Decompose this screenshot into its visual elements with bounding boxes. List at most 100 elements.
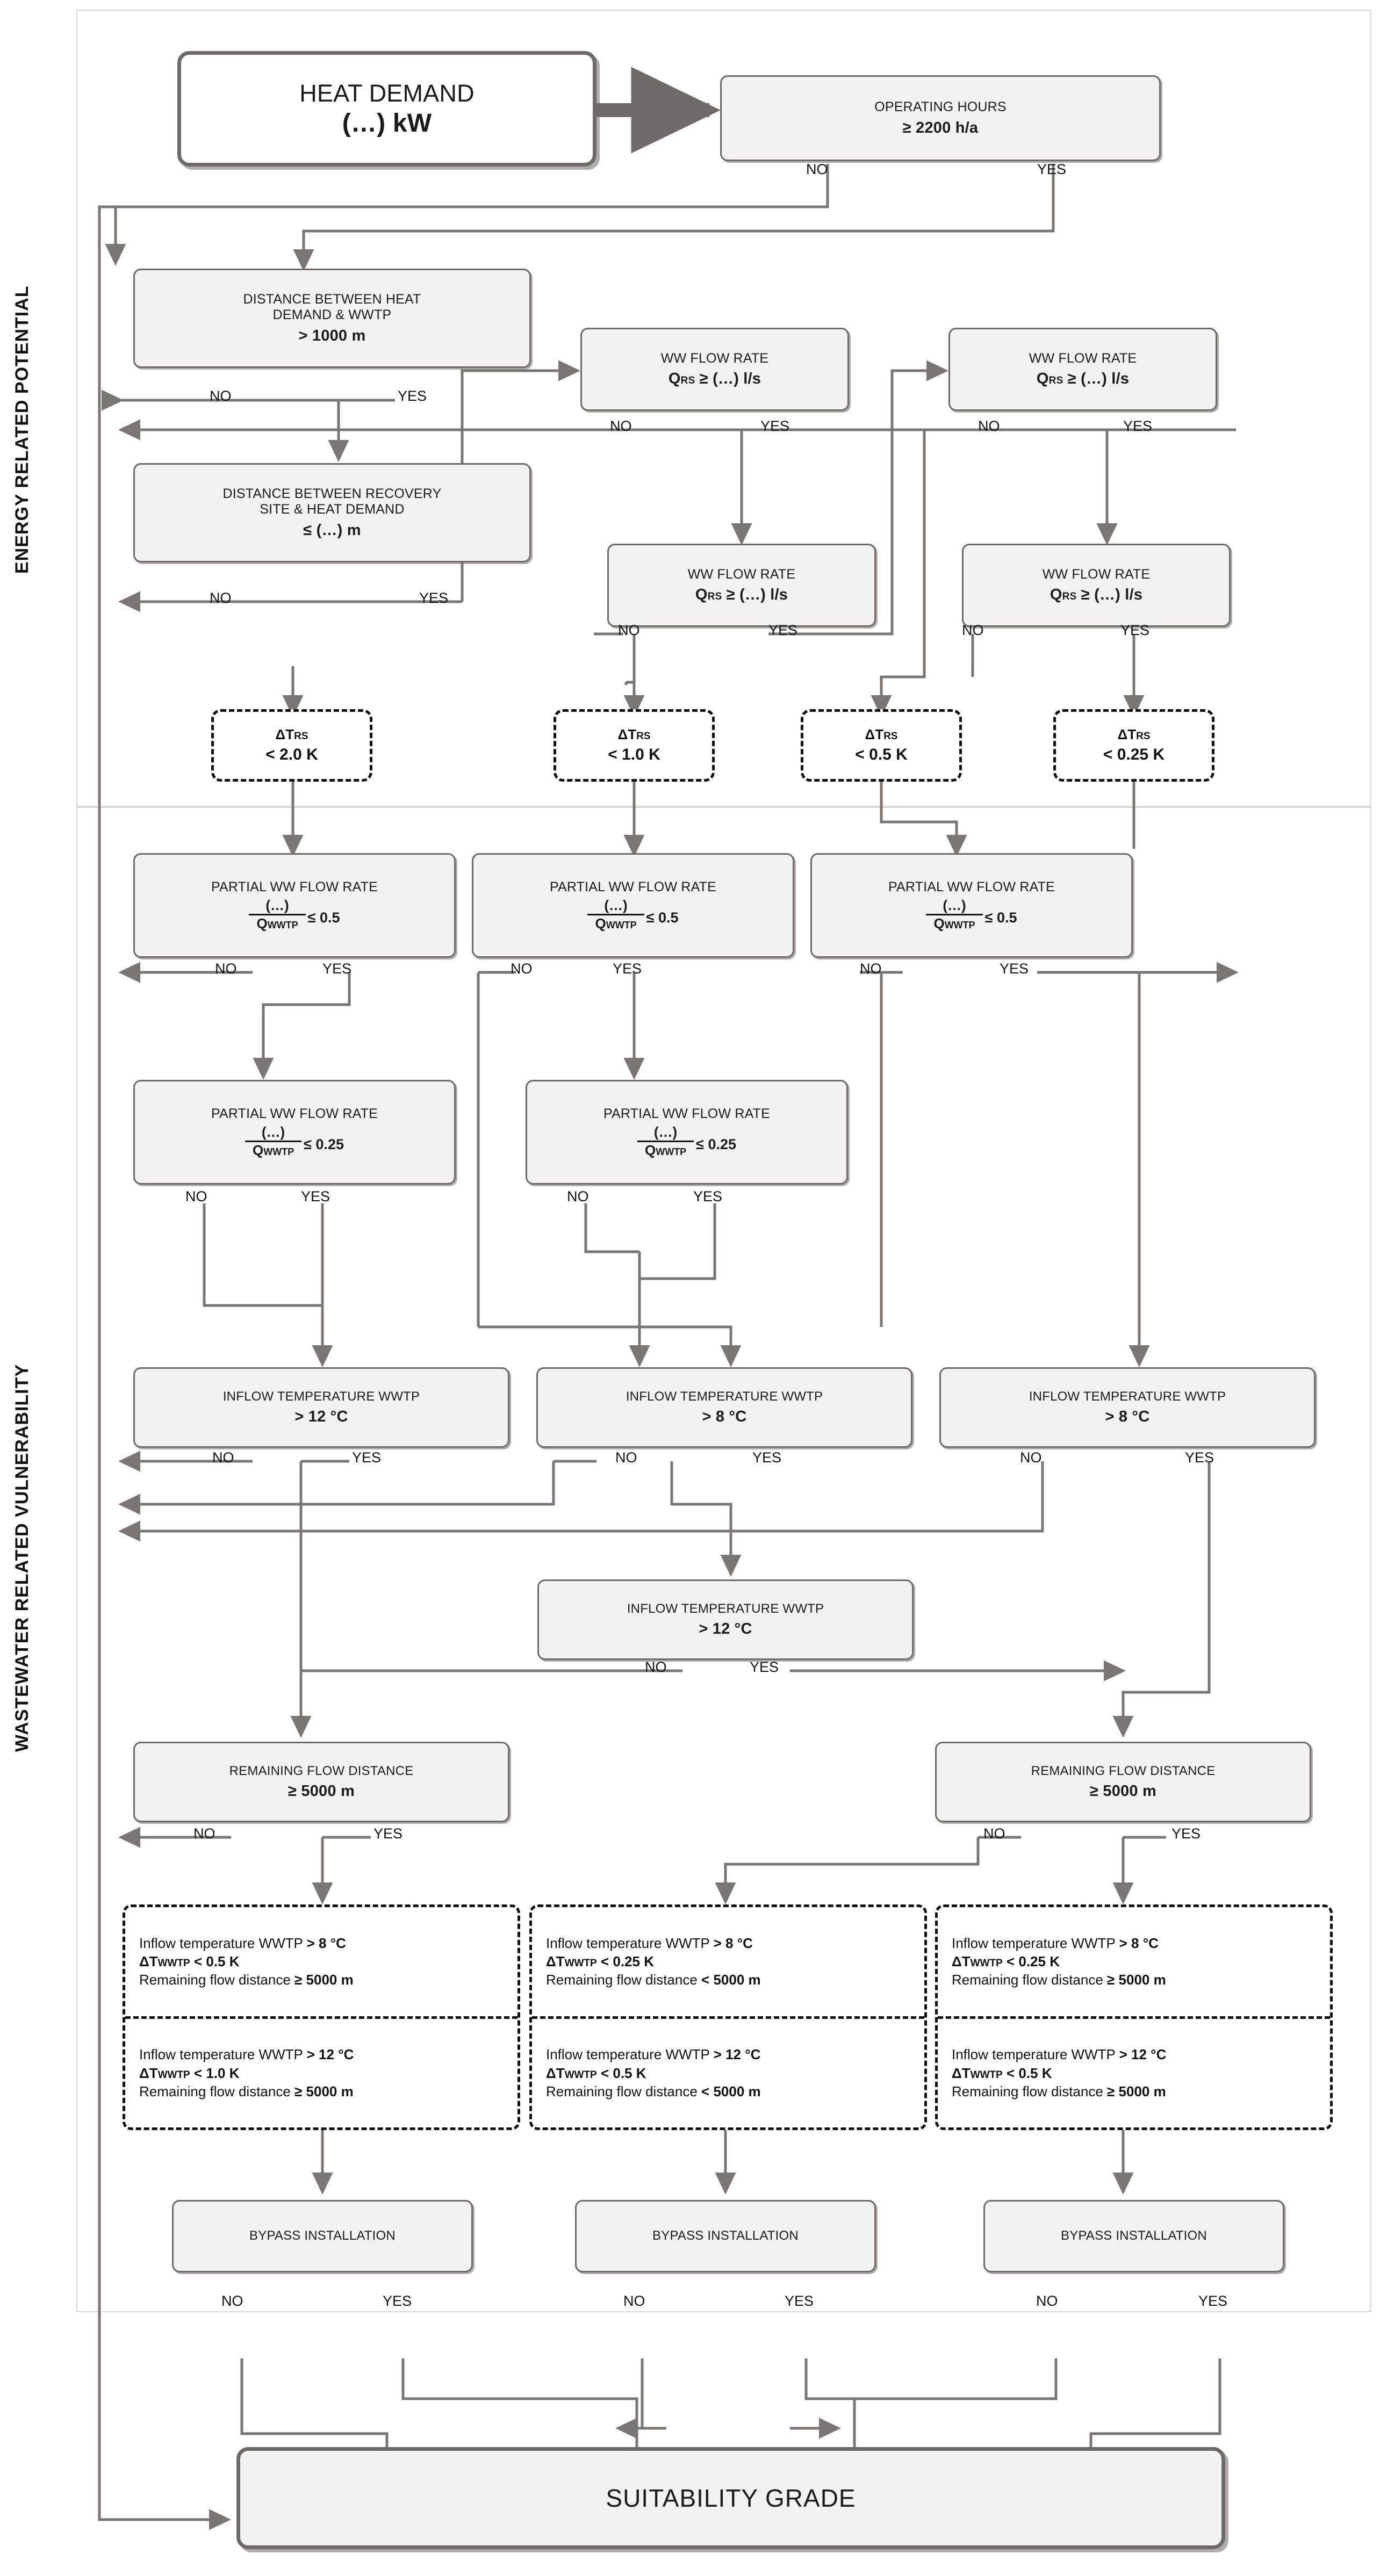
- edge-label-dist-recovery-no: NO: [210, 590, 232, 606]
- outcome-right-bottom: Inflow temperature WWTP > 12 °C ΔTWWTP <…: [938, 2019, 1330, 2128]
- node-operating-hours[interactable]: OPERATING HOURS ≥ 2200 h/a: [720, 75, 1161, 161]
- section-frame-energy: [76, 10, 1371, 808]
- dt-rs-1-0-value: < 1.0 K: [608, 746, 660, 764]
- distance-recovery-title-2: SITE & HEAT DEMAND: [260, 502, 405, 517]
- node-bypass-a[interactable]: BYPASS INSTALLATION: [172, 2200, 473, 2272]
- inflow-12-a-title: INFLOW TEMPERATURE WWTP: [222, 1389, 420, 1404]
- node-inflow-temp-12-a[interactable]: INFLOW TEMPERATURE WWTP > 12 °C: [133, 1367, 509, 1448]
- section-label-wastewater: WASTEWATER RELATED VULNERABILITY: [12, 1363, 32, 1752]
- edge-label-remaining-left-no: NO: [193, 1825, 215, 1842]
- ww-flow-b-title: WW FLOW RATE: [687, 566, 796, 582]
- partial-05-b-fraction: (…) QWWTP ≤ 0.5: [587, 897, 679, 932]
- distance-demand-wwtp-title-1: DISTANCE BETWEEN HEAT: [243, 291, 421, 307]
- partial-05-c-denominator: QWWTP: [926, 913, 983, 932]
- edge-label-partial-05-c-no: NO: [860, 961, 882, 977]
- node-distance-demand-wwtp[interactable]: DISTANCE BETWEEN HEAT DEMAND & WWTP > 10…: [133, 269, 531, 368]
- partial-025-b-operator: ≤ 0.25: [696, 1136, 737, 1152]
- node-partial-flow-025-a[interactable]: PARTIAL WW FLOW RATE (…) QWWTP ≤ 0.25: [133, 1080, 456, 1185]
- node-partial-flow-025-b[interactable]: PARTIAL WW FLOW RATE (…) QWWTP ≤ 0.25: [526, 1080, 848, 1185]
- suitability-grade-title: SUITABILITY GRADE: [606, 2484, 856, 2512]
- edge-label-bypass-a-no: NO: [221, 2293, 243, 2309]
- node-partial-flow-05-c[interactable]: PARTIAL WW FLOW RATE (…) QWWTP ≤ 0.5: [810, 853, 1133, 958]
- ww-flow-b-value: QRS ≥ (…) l/s: [695, 586, 788, 604]
- edge-label-ww-c-yes: YES: [1123, 418, 1153, 434]
- heat-demand-title: HEAT DEMAND: [299, 79, 475, 107]
- node-distance-recovery-demand[interactable]: DISTANCE BETWEEN RECOVERY SITE & HEAT DE…: [133, 463, 531, 562]
- edge-label-inflow-12-mid-yes: YES: [750, 1659, 779, 1675]
- section-frame-wastewater: [76, 806, 1371, 2312]
- edge-label-operating-hours-yes: YES: [1037, 161, 1067, 177]
- node-suitability-grade[interactable]: SUITABILITY GRADE: [236, 2447, 1225, 2549]
- edge-label-ww-b-yes: YES: [768, 622, 798, 638]
- outcome-left-bottom-line3: Remaining flow distance ≥ 5000 m: [139, 2083, 354, 2099]
- partial-05-a-numerator: (…): [265, 897, 289, 914]
- edge-label-ww-d-yes: YES: [1120, 622, 1150, 638]
- ww-flow-a-value: QRS ≥ (…) l/s: [668, 370, 761, 388]
- outcome-middle-bottom-line2: ΔTWWTP < 0.5 K: [546, 2065, 646, 2081]
- ww-flow-d-value: QRS ≥ (…) l/s: [1050, 586, 1143, 604]
- edge-label-inflow-12-mid-no: NO: [645, 1659, 667, 1675]
- dt-rs-1-0-symbol: ΔTRS: [617, 726, 651, 742]
- partial-05-a-fraction: (…) QWWTP ≤ 0.5: [249, 897, 340, 932]
- edge-label-inflow-12-a-yes: YES: [352, 1449, 382, 1466]
- node-ww-flow-rate-c[interactable]: WW FLOW RATE QRS ≥ (…) l/s: [948, 328, 1217, 411]
- outcome-left-top-line3: Remaining flow distance ≥ 5000 m: [139, 1972, 354, 1988]
- inflow-8-b-value: > 8 °C: [702, 1408, 747, 1426]
- node-ww-flow-rate-d[interactable]: WW FLOW RATE QRS ≥ (…) l/s: [962, 544, 1231, 627]
- node-inflow-temp-8-b[interactable]: INFLOW TEMPERATURE WWTP > 8 °C: [536, 1367, 912, 1448]
- dt-rs-0-25-value: < 0.25 K: [1103, 746, 1165, 764]
- edge-label-partial-05-c-yes: YES: [1000, 961, 1029, 977]
- edge-label-ww-d-no: NO: [962, 622, 984, 638]
- partial-05-c-numerator: (…): [943, 897, 966, 914]
- outcome-left-top-line1: Inflow temperature WWTP > 8 °C: [139, 1935, 346, 1951]
- node-remaining-flow-right[interactable]: REMAINING FLOW DISTANCE ≥ 5000 m: [935, 1742, 1311, 1822]
- outcome-box-right[interactable]: Inflow temperature WWTP > 8 °C ΔTWWTP < …: [935, 1904, 1333, 2130]
- ww-flow-c-value: QRS ≥ (…) l/s: [1036, 370, 1130, 388]
- ww-flow-a-title: WW FLOW RATE: [660, 350, 769, 366]
- node-partial-flow-05-a[interactable]: PARTIAL WW FLOW RATE (…) QWWTP ≤ 0.5: [133, 853, 456, 958]
- bypass-c-title: BYPASS INSTALLATION: [1061, 2228, 1207, 2243]
- partial-05-b-numerator: (…): [604, 897, 628, 914]
- remaining-right-value: ≥ 5000 m: [1090, 1783, 1156, 1800]
- dt-rs-2-0-value: < 2.0 K: [265, 746, 318, 764]
- outcome-left-top: Inflow temperature WWTP > 8 °C ΔTWWTP < …: [125, 1907, 518, 2019]
- node-partial-flow-05-b[interactable]: PARTIAL WW FLOW RATE (…) QWWTP ≤ 0.5: [472, 853, 794, 958]
- edge-label-dist-demand-no: NO: [210, 388, 232, 404]
- outcome-box-left[interactable]: Inflow temperature WWTP > 8 °C ΔTWWTP < …: [123, 1904, 520, 2130]
- edge-label-ww-c-no: NO: [978, 418, 1000, 434]
- node-ww-flow-rate-a[interactable]: WW FLOW RATE QRS ≥ (…) l/s: [580, 328, 849, 411]
- inflow-8-c-value: > 8 °C: [1105, 1408, 1150, 1426]
- node-inflow-temp-12-mid[interactable]: INFLOW TEMPERATURE WWTP > 12 °C: [537, 1579, 914, 1660]
- node-dt-rs-0-25[interactable]: ΔTRS < 0.25 K: [1053, 709, 1214, 782]
- outcome-right-top-line3: Remaining flow distance ≥ 5000 m: [952, 1972, 1166, 1988]
- operating-hours-value: ≥ 2200 h/a: [902, 119, 979, 136]
- node-ww-flow-rate-b[interactable]: WW FLOW RATE QRS ≥ (…) l/s: [607, 544, 876, 627]
- node-remaining-flow-left[interactable]: REMAINING FLOW DISTANCE ≥ 5000 m: [133, 1742, 509, 1822]
- node-dt-rs-2-0[interactable]: ΔTRS < 2.0 K: [211, 709, 372, 782]
- outcome-left-bottom-line1: Inflow temperature WWTP > 12 °C: [139, 2046, 354, 2063]
- edge-label-partial-025-a-yes: YES: [301, 1188, 330, 1204]
- partial-025-b-denominator: QWWTP: [637, 1140, 694, 1159]
- edge-label-dist-demand-yes: YES: [398, 388, 427, 404]
- edge-label-bypass-a-yes: YES: [383, 2293, 412, 2309]
- edge-label-remaining-right-no: NO: [983, 1825, 1005, 1842]
- inflow-8-b-title: INFLOW TEMPERATURE WWTP: [626, 1389, 823, 1404]
- node-heat-demand[interactable]: HEAT DEMAND (…) kW: [177, 51, 596, 167]
- node-dt-rs-1-0[interactable]: ΔTRS < 1.0 K: [554, 709, 715, 782]
- edge-label-inflow-12-a-no: NO: [212, 1449, 234, 1466]
- node-inflow-temp-8-c[interactable]: INFLOW TEMPERATURE WWTP > 8 °C: [939, 1367, 1316, 1448]
- outcome-middle-top-line1: Inflow temperature WWTP > 8 °C: [546, 1935, 753, 1951]
- edge-label-inflow-8-c-no: NO: [1020, 1449, 1042, 1466]
- bypass-a-title: BYPASS INSTALLATION: [249, 2228, 396, 2243]
- outcome-box-middle[interactable]: Inflow temperature WWTP > 8 °C ΔTWWTP < …: [529, 1904, 927, 2130]
- heat-demand-value: (…) kW: [342, 109, 432, 138]
- node-bypass-b[interactable]: BYPASS INSTALLATION: [575, 2200, 876, 2272]
- partial-025-a-title: PARTIAL WW FLOW RATE: [211, 1106, 378, 1121]
- distance-recovery-title-1: DISTANCE BETWEEN RECOVERY: [222, 486, 442, 501]
- node-bypass-c[interactable]: BYPASS INSTALLATION: [983, 2200, 1284, 2272]
- node-dt-rs-0-5[interactable]: ΔTRS < 0.5 K: [801, 709, 962, 782]
- outcome-right-top: Inflow temperature WWTP > 8 °C ΔTWWTP < …: [938, 1907, 1330, 2019]
- ww-flow-c-title: WW FLOW RATE: [1029, 350, 1137, 366]
- partial-05-a-operator: ≤ 0.5: [307, 909, 340, 926]
